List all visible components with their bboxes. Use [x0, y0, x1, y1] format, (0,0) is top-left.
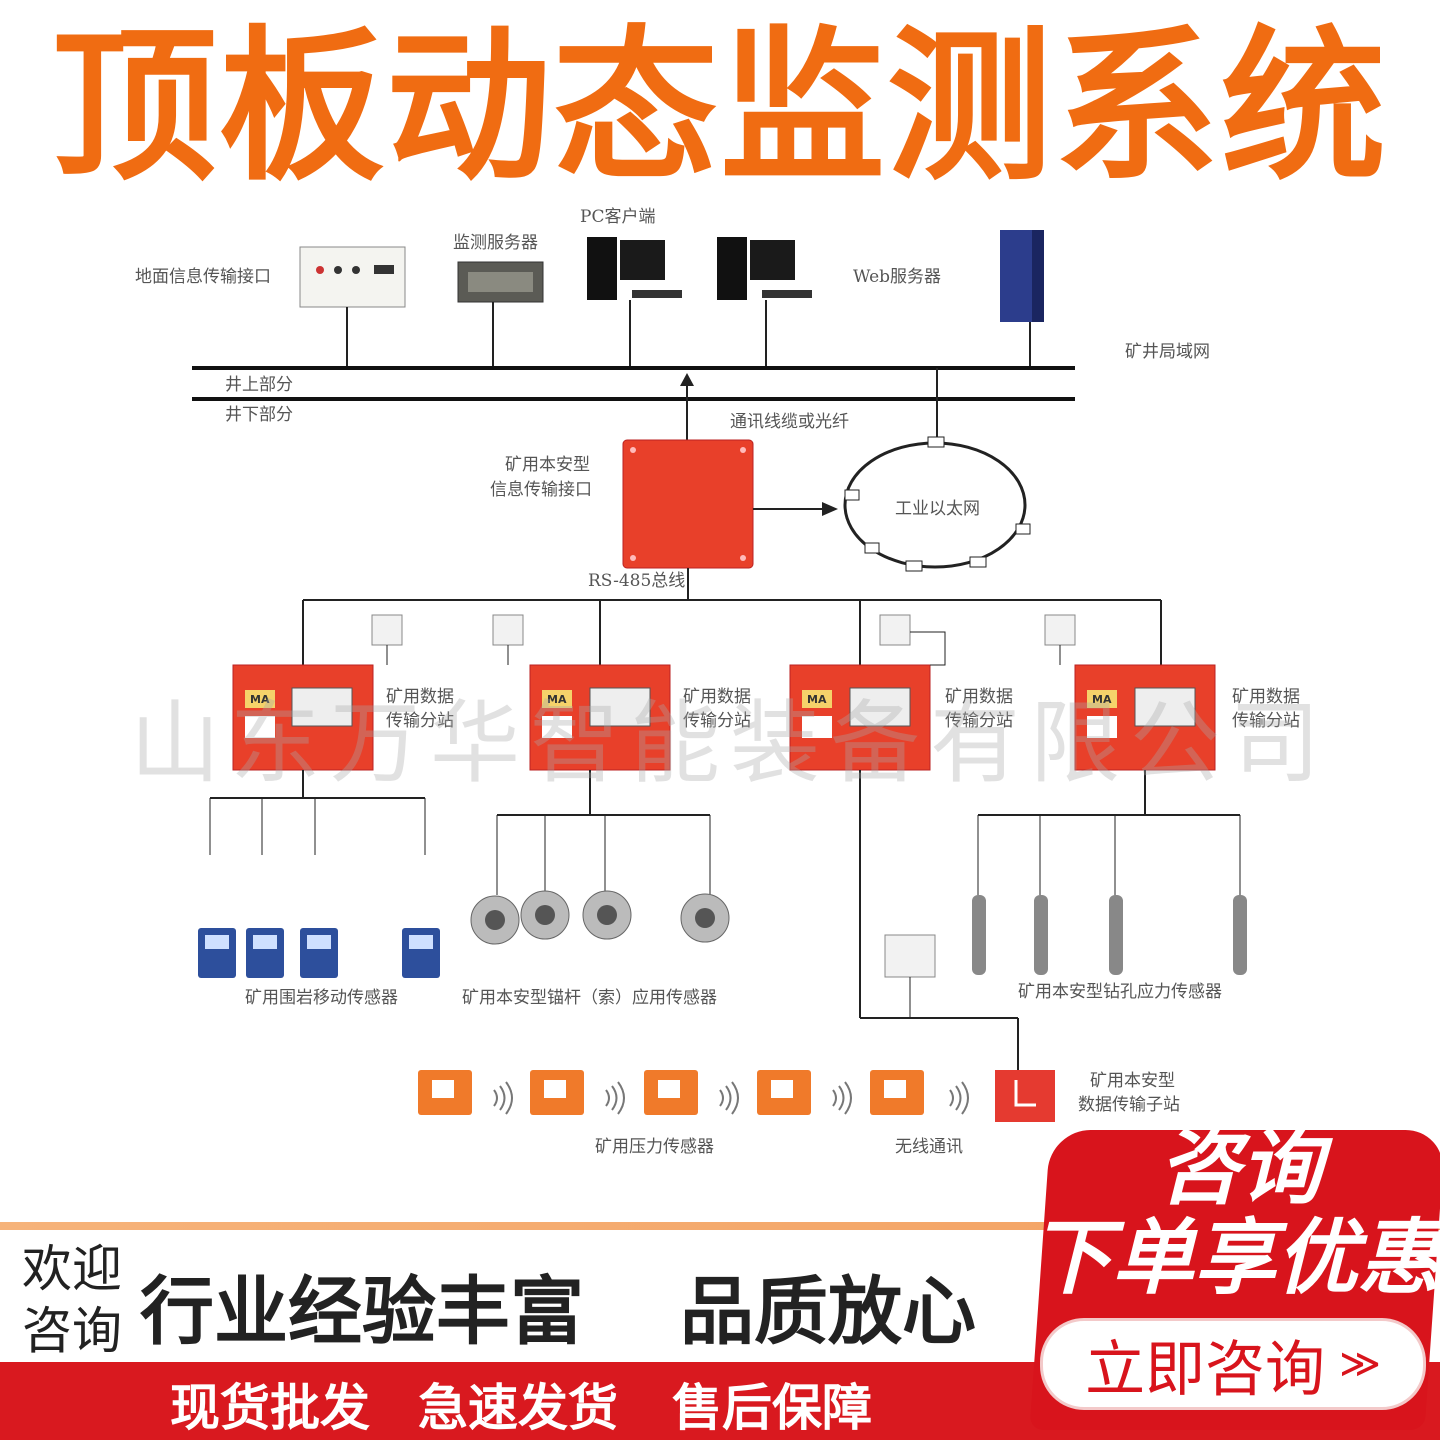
- page-title: 顶板动态监测系统: [52, 11, 1388, 203]
- welcome-line2: 咨询: [22, 1302, 122, 1360]
- small-device-4: [884, 934, 936, 978]
- substation-4-label1: 矿用数据: [1232, 687, 1300, 707]
- promo-discount: 下单享优惠: [1030, 1211, 1440, 1306]
- anchor-sensors: [470, 890, 730, 945]
- consult-now-button[interactable]: 立即咨询 ≫: [1040, 1318, 1426, 1410]
- label-monitor-server: 监测服务器: [453, 233, 538, 253]
- web-server-device: [1000, 230, 1044, 322]
- substation-1: MA 矿用数据 传输分站: [209, 600, 454, 855]
- small-device-1: [371, 614, 403, 646]
- label-above: 井上部分: [225, 375, 293, 395]
- data-sub-station: [995, 1070, 1055, 1122]
- surface-interface-device: [299, 246, 406, 308]
- label-bus: RS-485总线: [588, 571, 685, 591]
- substation-3-label1: 矿用数据: [945, 687, 1013, 707]
- system-diagram: 地面信息传输接口 监测服务器 PC客户端 Web服务器 矿井局域网 井上部分 井…: [135, 207, 1300, 1157]
- substation-2-label2: 传输分站: [683, 711, 751, 731]
- wireless-signal-icons: [493, 1081, 969, 1115]
- label-web-server: Web服务器: [853, 267, 941, 287]
- label-interface-2: 信息传输接口: [490, 480, 592, 500]
- label-lan: 矿井局域网: [1125, 342, 1210, 362]
- ma-badge-4: MA: [1092, 693, 1112, 706]
- ma-badge-1: MA: [250, 693, 270, 706]
- substation-2: MA 矿用数据 传输分站: [492, 600, 751, 895]
- label-interface-1: 矿用本安型: [505, 455, 590, 475]
- label-sub-2: 数据传输子站: [1078, 1095, 1180, 1115]
- label-pressure: 矿用压力传感器: [595, 1137, 714, 1157]
- substation-1-label1: 矿用数据: [386, 687, 454, 707]
- label-wireless: 无线通讯: [895, 1137, 963, 1157]
- label-cable: 通讯线缆或光纤: [730, 412, 849, 432]
- small-device-5: [1044, 614, 1076, 646]
- tag-wholesale: 现货批发: [170, 1379, 370, 1437]
- label-ethernet: 工业以太网: [895, 499, 980, 519]
- substation-4: MA 矿用数据 传输分站: [977, 600, 1300, 895]
- label-borehole: 矿用本安型钻孔应力传感器: [1018, 982, 1222, 1002]
- pressure-sensors: [418, 1070, 924, 1115]
- promo-consult: 咨询: [1158, 1121, 1322, 1216]
- welcome-line1: 欢迎: [22, 1240, 122, 1298]
- pc-client-device-1: [587, 237, 682, 300]
- pc-client-device-2: [717, 237, 812, 300]
- welcome-text: 欢迎 咨询: [22, 1238, 122, 1362]
- tag-fast-shipping: 急速发货: [418, 1379, 618, 1437]
- label-anchor: 矿用本安型锚杆（索）应用传感器: [462, 988, 717, 1008]
- borehole-sensors: [972, 895, 1247, 975]
- divider-band: [0, 1222, 1440, 1230]
- ma-badge-3: MA: [807, 693, 827, 706]
- label-pc-client: PC客户端: [580, 207, 655, 227]
- double-arrow-icon: ≫: [1339, 1341, 1381, 1387]
- ma-badge-2: MA: [547, 693, 567, 706]
- slogan-experience: 行业经验丰富: [140, 1269, 584, 1355]
- substation-3-label2: 传输分站: [945, 711, 1013, 731]
- slogan-quality: 品质放心: [680, 1269, 976, 1355]
- substation-2-label1: 矿用数据: [683, 687, 751, 707]
- substation-3: MA 矿用数据 传输分站: [789, 600, 1019, 1070]
- label-surface-interface: 地面信息传输接口: [135, 267, 271, 287]
- label-sub-1: 矿用本安型: [1090, 1071, 1175, 1091]
- consult-now-label: 立即咨询: [1085, 1334, 1326, 1405]
- monitor-server-device: [457, 261, 544, 303]
- label-below: 井下部分: [225, 405, 293, 425]
- info-interface-box: [622, 439, 754, 569]
- label-displacement: 矿用围岩移动传感器: [245, 988, 398, 1008]
- substation-4-label2: 传输分站: [1232, 711, 1300, 731]
- tag-after-sales: 售后保障: [672, 1379, 872, 1437]
- small-device-3: [879, 614, 911, 646]
- displacement-sensors: [198, 928, 440, 978]
- substation-1-label2: 传输分站: [386, 711, 454, 731]
- small-device-2: [492, 614, 524, 646]
